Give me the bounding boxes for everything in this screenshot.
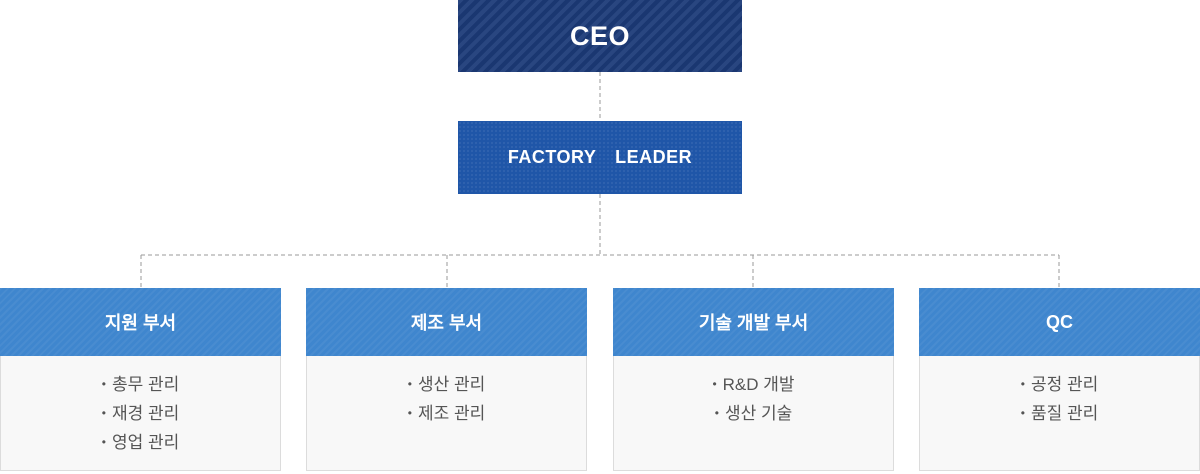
bullet-icon: • bbox=[1020, 406, 1025, 420]
factory-leader-label: FACTORY LEADER bbox=[507, 147, 693, 167]
duty-item: • 총무 관리 bbox=[1, 370, 280, 399]
bullet-icon: • bbox=[407, 377, 412, 391]
department-duties-panel: • 공정 관리 • 품질 관리 bbox=[919, 356, 1200, 471]
duty-text: 품질 관리 bbox=[1030, 404, 1099, 423]
department-header: 기술 개발 부서 bbox=[613, 288, 894, 356]
bullet-icon: • bbox=[712, 377, 717, 391]
department-header: 제조 부서 bbox=[306, 288, 587, 356]
ceo-label: CEO bbox=[569, 20, 630, 51]
duty-text: 총무 관리 bbox=[111, 375, 180, 394]
department-title: 기술 개발 부서 bbox=[698, 313, 809, 333]
bullet-icon: • bbox=[1020, 377, 1025, 391]
duty-list: •R&D 개발 •생산 기술 bbox=[614, 370, 893, 428]
duty-text: 생산 기술 bbox=[724, 404, 793, 423]
department-header: 지원 부서 bbox=[0, 288, 281, 356]
department-qc: QC • 공정 관리 • 품질 관리 bbox=[919, 288, 1200, 471]
bullet-icon: • bbox=[714, 406, 719, 420]
department-duties-panel: •R&D 개발 •생산 기술 bbox=[613, 356, 894, 471]
factory-leader-box: FACTORY LEADER bbox=[458, 121, 742, 194]
duty-list: • 공정 관리 • 품질 관리 bbox=[920, 370, 1199, 428]
department-tech-development: 기술 개발 부서 •R&D 개발 •생산 기술 bbox=[613, 288, 894, 471]
duty-item: • 공정 관리 bbox=[920, 370, 1199, 399]
bullet-icon: • bbox=[101, 377, 106, 391]
duty-item: • 생산 기술 bbox=[614, 399, 893, 428]
duty-list: • 생산 관리 • 제조 관리 bbox=[307, 370, 586, 428]
ceo-box: CEO bbox=[458, 0, 742, 72]
bullet-icon: • bbox=[101, 406, 106, 420]
duty-text: 영업 관리 bbox=[111, 433, 180, 452]
duty-list: • 총무 관리 • 재경 관리 • 영업 관리 bbox=[1, 370, 280, 457]
department-header: QC bbox=[919, 288, 1200, 356]
duty-text: 재경 관리 bbox=[111, 404, 180, 423]
bullet-icon: • bbox=[407, 406, 412, 420]
department-manufacturing: 제조 부서 • 생산 관리 • 제조 관리 bbox=[306, 288, 587, 471]
duty-item: • 영업 관리 bbox=[1, 428, 280, 457]
department-duties-panel: • 총무 관리 • 재경 관리 • 영업 관리 bbox=[0, 356, 281, 471]
department-title: 제조 부서 bbox=[410, 313, 483, 333]
duty-item: • 제조 관리 bbox=[307, 399, 586, 428]
department-title: QC bbox=[1046, 311, 1073, 332]
duty-text: 제조 관리 bbox=[417, 404, 486, 423]
duty-item: • 품질 관리 bbox=[920, 399, 1199, 428]
bullet-icon: • bbox=[101, 435, 106, 449]
department-support: 지원 부서 • 총무 관리 • 재경 관리 • 영업 관리 bbox=[0, 288, 281, 471]
department-title: 지원 부서 bbox=[104, 313, 177, 333]
duty-text: R&D 개발 bbox=[722, 375, 795, 394]
duty-text: 생산 관리 bbox=[417, 375, 486, 394]
duty-item: • R&D 개발 bbox=[614, 370, 893, 399]
duty-text: 공정 관리 bbox=[1030, 375, 1099, 394]
department-duties-panel: • 생산 관리 • 제조 관리 bbox=[306, 356, 587, 471]
duty-item: • 생산 관리 bbox=[307, 370, 586, 399]
duty-item: • 재경 관리 bbox=[1, 399, 280, 428]
